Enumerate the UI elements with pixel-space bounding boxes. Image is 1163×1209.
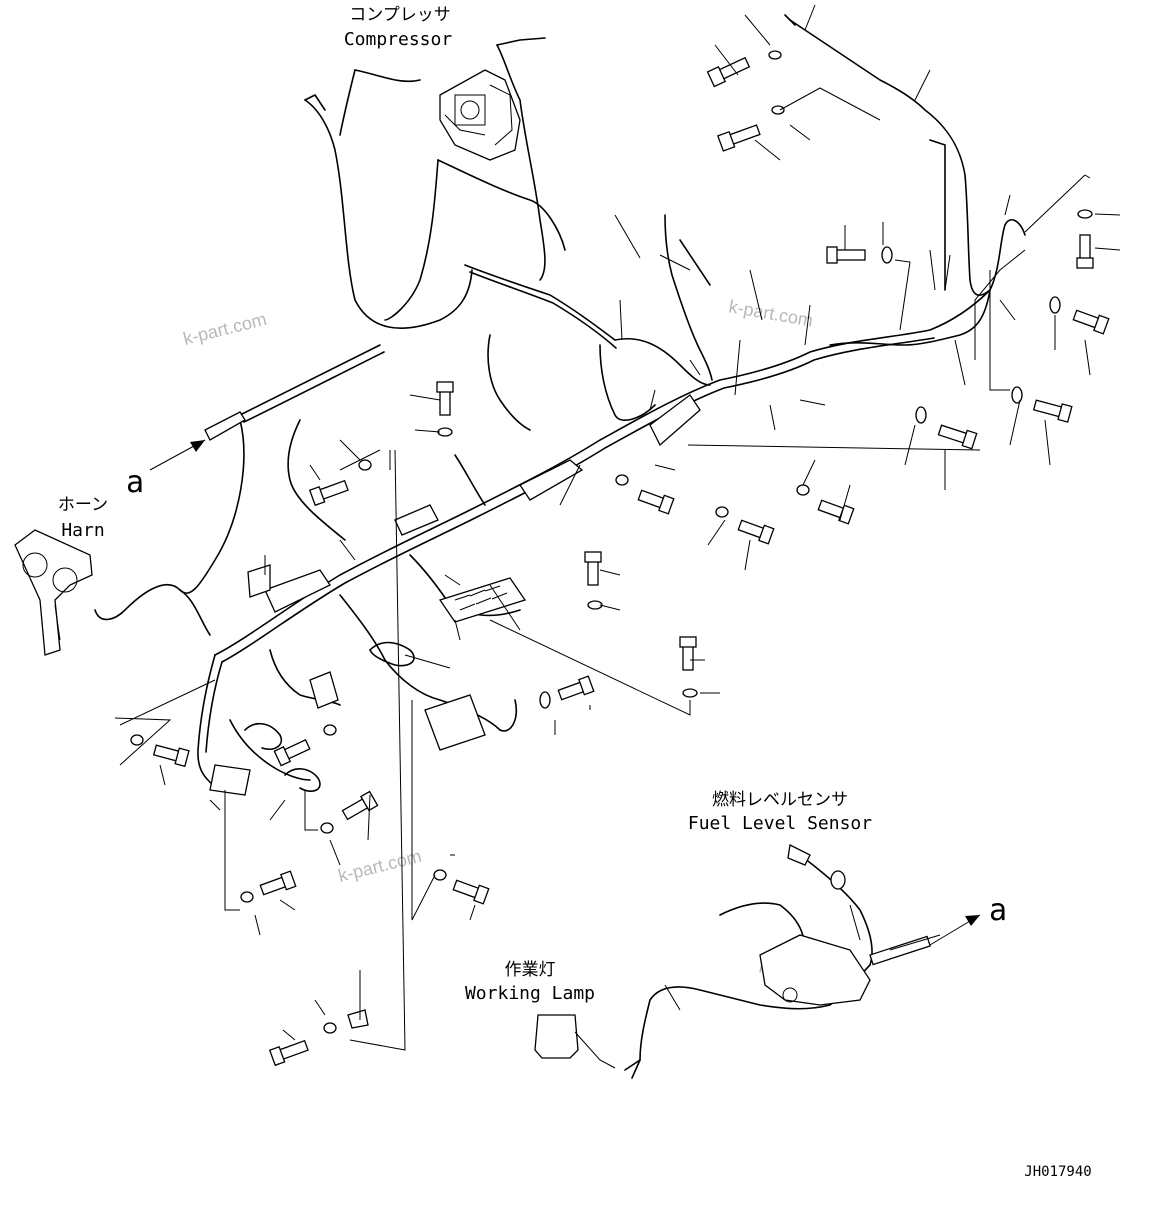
front-harness	[229, 334, 531, 781]
horn-label-jp: ホーン	[58, 495, 108, 515]
reference-arrows	[149, 439, 981, 946]
fuel-sensor-label-en: Fuel Level Sensor	[688, 813, 872, 834]
compressor-label-jp: コンプレッサ	[349, 5, 451, 25]
compressor	[439, 69, 521, 161]
right-harness	[664, 14, 1026, 381]
drawing-number: JH017940	[1024, 1164, 1091, 1180]
reference-a-right: a	[989, 893, 1007, 928]
fuel-sensor-label-jp: 燃料レベルセンサ	[712, 790, 848, 810]
working-lamp-label-jp: 作業灯	[505, 960, 556, 980]
watermark: k-part.com	[181, 309, 268, 349]
working-lamp-label-en: Working Lamp	[465, 983, 595, 1004]
compressor-harness	[304, 37, 711, 421]
covers	[204, 394, 701, 796]
horn	[14, 529, 93, 656]
leader-lines	[114, 4, 1121, 1051]
relay-block	[438, 577, 527, 623]
junction-clusters	[244, 641, 415, 792]
compressor-label-en: Compressor	[344, 29, 453, 50]
fuel-sensor-harness	[624, 844, 931, 1079]
main-harness	[94, 289, 991, 791]
watermark: k-part.com	[336, 846, 423, 886]
reference-a-left: a	[126, 465, 144, 500]
watermark: k-part.com	[727, 296, 814, 330]
working-lamp	[534, 1014, 616, 1069]
bolts	[130, 50, 1110, 1067]
horn-label-en: Harn	[61, 520, 104, 541]
